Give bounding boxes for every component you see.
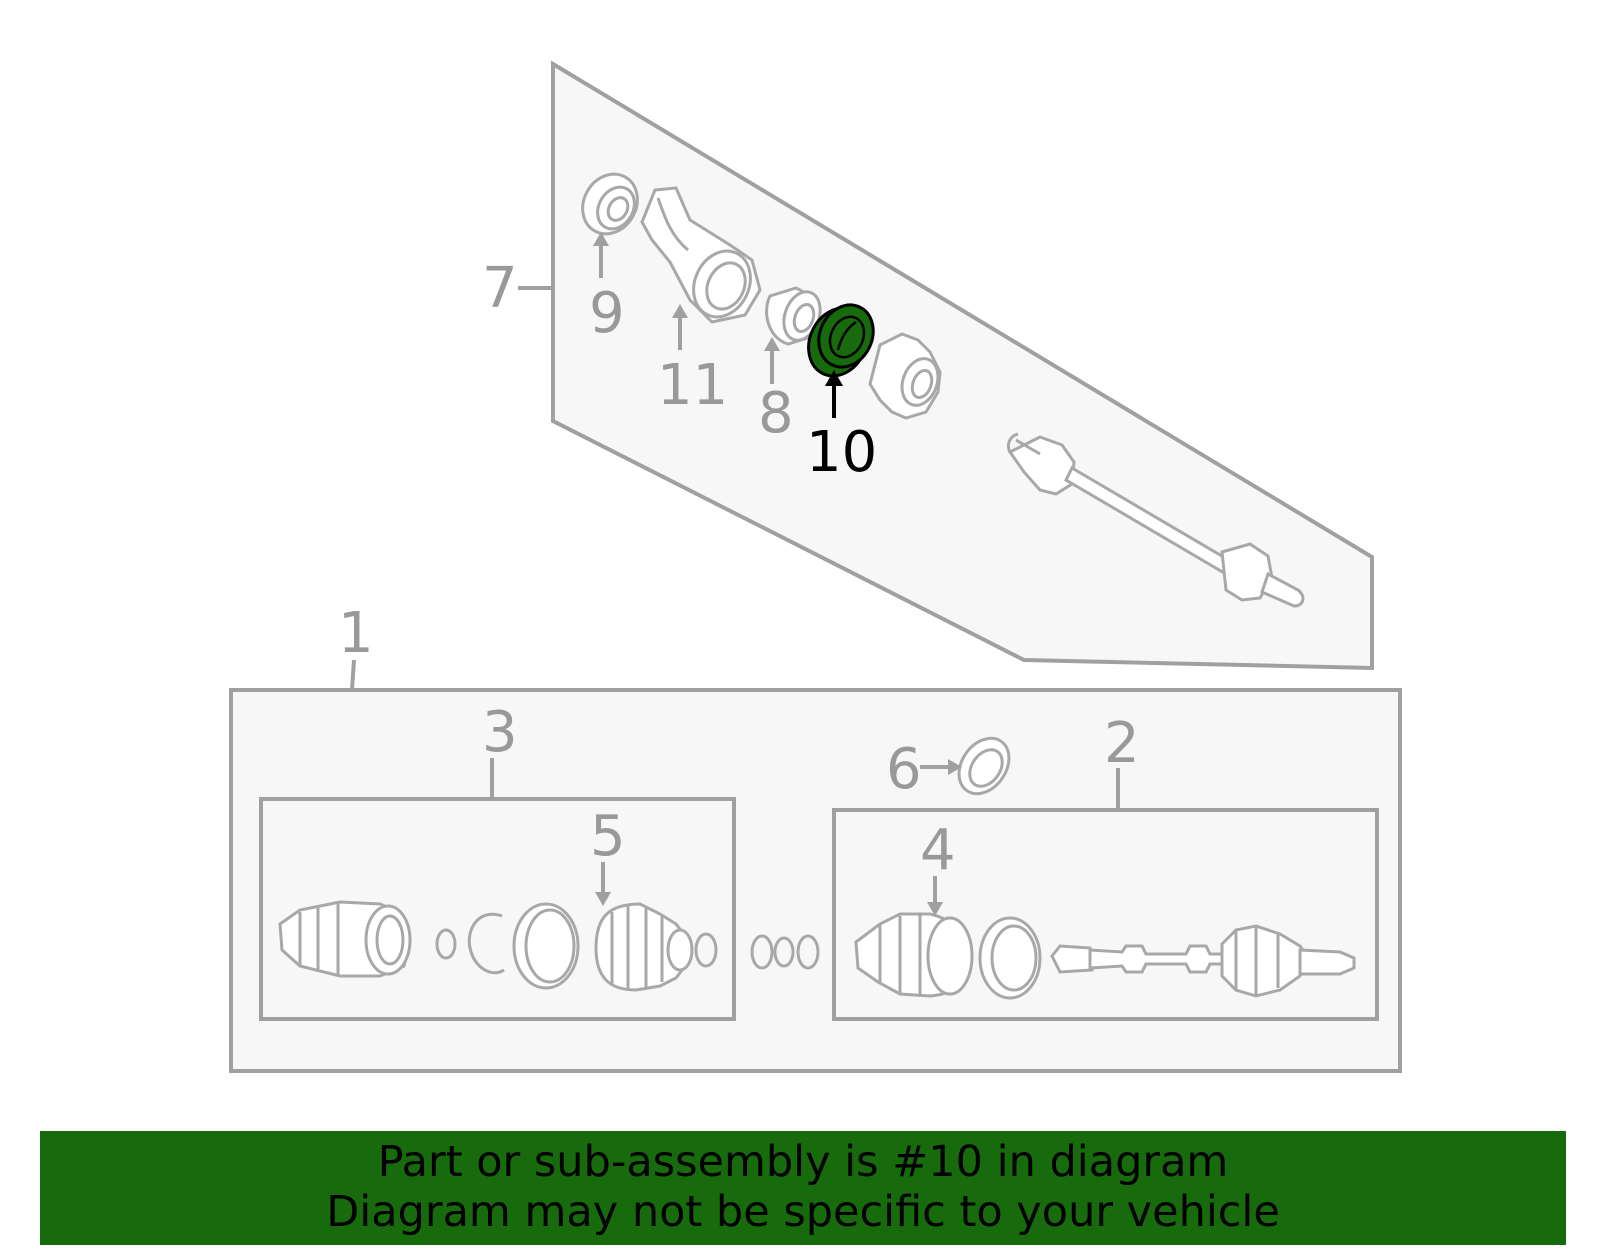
- part-9-seal: [581, 172, 639, 236]
- callout-2: 2: [1104, 711, 1140, 776]
- part-8-bearing: [765, 286, 822, 346]
- part-5-boot: [594, 902, 694, 992]
- callout-5: 5: [590, 804, 626, 869]
- outer-shaft: [1050, 924, 1356, 998]
- callout-1: 1: [338, 601, 374, 666]
- arrowhead-11: [672, 304, 688, 318]
- callout-9: 9: [589, 281, 625, 346]
- arrowhead-6: [948, 759, 962, 775]
- arrowhead-4: [927, 902, 943, 916]
- callout-4: 4: [920, 818, 956, 883]
- callout-11: 11: [657, 353, 728, 418]
- snap-ring-small: [435, 928, 457, 960]
- boot-clamp-small: [694, 932, 718, 968]
- part-10-seal-highlighted: [807, 303, 875, 378]
- boot-clamps: [750, 934, 820, 970]
- callout-3: 3: [482, 700, 518, 765]
- banner-line-1: Part or sub-assembly is #10 in diagram: [377, 1137, 1229, 1187]
- axle-shaft: [1006, 432, 1305, 608]
- arrowhead-8: [764, 337, 780, 351]
- arrowhead-10: [825, 370, 843, 386]
- part-6-ring: [957, 736, 1011, 796]
- hub-housing: [868, 332, 942, 420]
- callout-6: 6: [886, 737, 922, 802]
- circlip: [467, 912, 505, 975]
- part-4-boot: [854, 912, 974, 998]
- inner-joint-housing: [278, 900, 412, 978]
- leader-1: [350, 659, 356, 691]
- callout-10: 10: [806, 420, 877, 485]
- panel-7-frame: [551, 60, 1374, 671]
- callout-7: 7: [482, 256, 518, 321]
- arrowhead-9: [593, 232, 609, 246]
- outer-boot-band: [978, 916, 1042, 1000]
- callout-8: 8: [758, 381, 794, 446]
- info-banner: Part or sub-assembly is #10 in diagram D…: [40, 1131, 1566, 1245]
- arrowhead-5: [595, 892, 611, 906]
- boot-band: [512, 902, 580, 990]
- part-11-knuckle: [640, 186, 762, 324]
- banner-line-2: Diagram may not be specific to your vehi…: [326, 1187, 1280, 1237]
